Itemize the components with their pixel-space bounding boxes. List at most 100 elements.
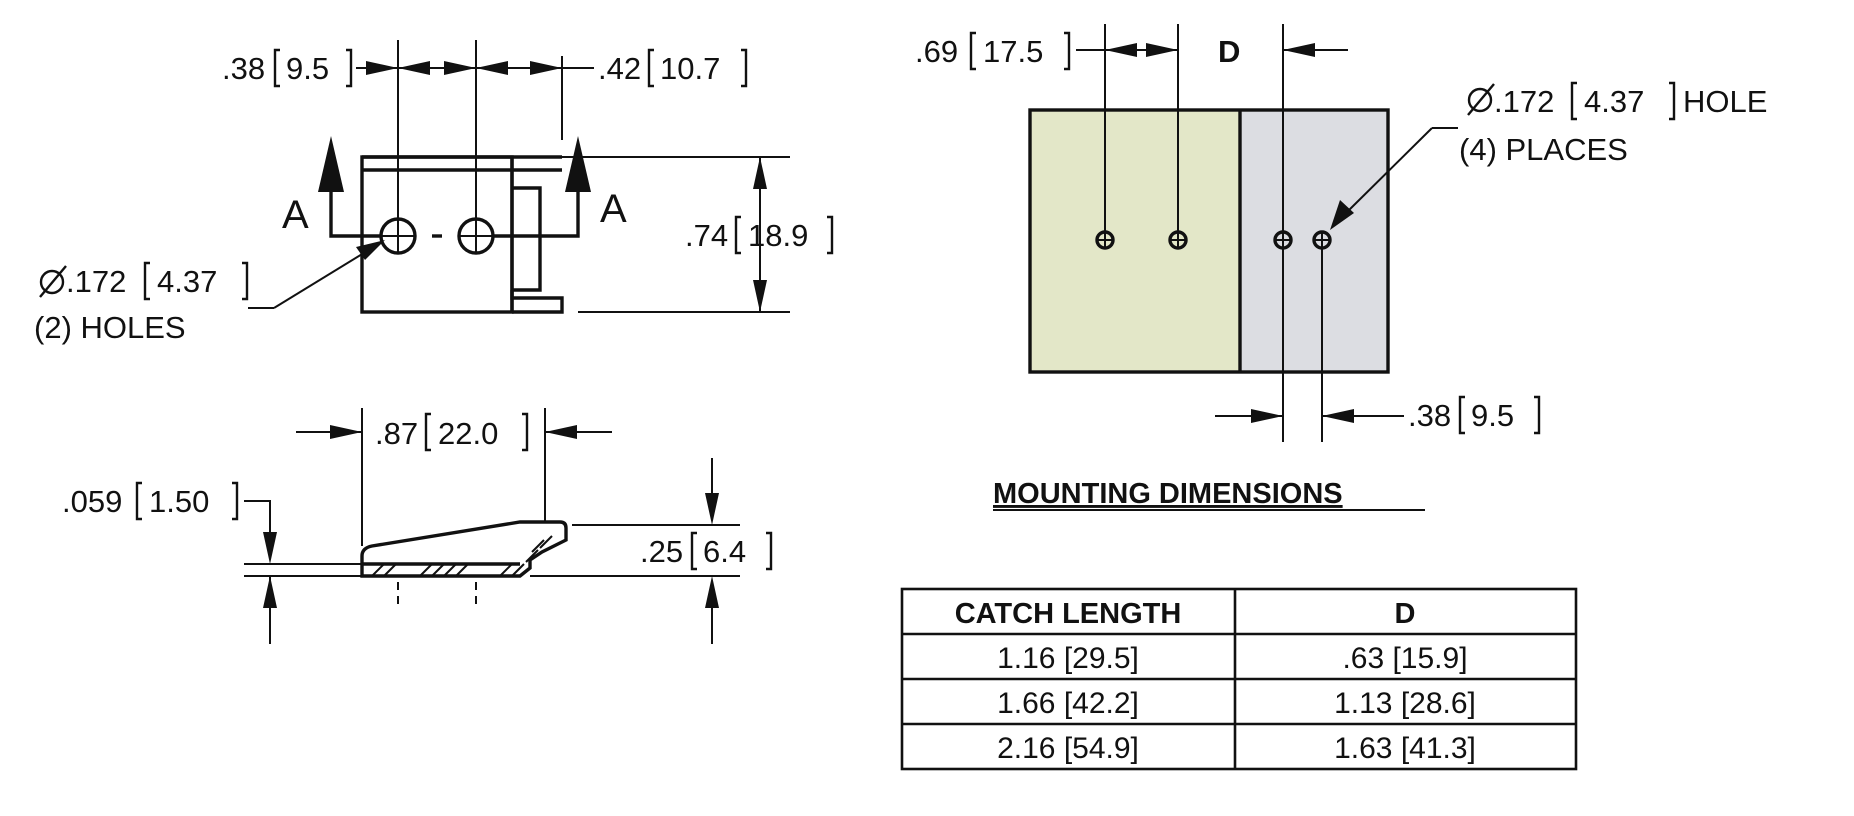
table-cell: 2.16 [54.9] xyxy=(997,732,1139,765)
side-view: .87 22.0 .059 1.50 .25 6.4 xyxy=(62,408,773,644)
hole-callout-mm: 4.37 xyxy=(157,264,217,299)
bracket-open xyxy=(424,412,431,452)
bracket-close xyxy=(1064,31,1071,71)
bracket-open xyxy=(135,481,142,521)
bracket-open xyxy=(734,215,741,255)
arrow-top-left xyxy=(1105,43,1137,57)
diameter-icon xyxy=(1467,83,1495,116)
mount-hole xyxy=(1095,230,1115,250)
catch-length-table: CATCH LENGTH D 1.16 [29.5] .63 [15.9] 1.… xyxy=(900,587,1578,771)
arrow-thickness-bottom xyxy=(263,576,277,608)
bracket-open xyxy=(143,261,150,301)
bracket-close xyxy=(346,48,353,88)
dim-length-in: .87 xyxy=(375,416,418,451)
plate-outline xyxy=(1028,108,1390,374)
hole-note: (2) HOLES xyxy=(34,310,186,345)
mount-hole-leader xyxy=(1344,127,1433,215)
bracket-close xyxy=(827,215,834,255)
table-header-d: D xyxy=(1395,598,1416,630)
dim-height-mm: 18.9 xyxy=(748,218,808,253)
table-cell: 1.66 [42.2] xyxy=(997,687,1139,720)
dim-top-right-in: .42 xyxy=(598,51,641,86)
dim-top-left-in: .38 xyxy=(222,51,265,86)
bracket-open xyxy=(1570,81,1577,121)
arrow-left-in xyxy=(366,61,398,75)
mounting-view: .69 17.5 D .38 9.5 .172 4.37 HOLE (4) PL… xyxy=(915,24,1767,511)
arrow-thickness-top xyxy=(263,532,277,564)
arrow-height-bottom xyxy=(753,280,767,312)
bracket-close xyxy=(1534,395,1541,435)
arrow-bottom-right xyxy=(1322,409,1354,423)
bracket-close xyxy=(741,48,748,88)
bracket-close xyxy=(242,261,249,301)
dim-mount-bottom-mm: 9.5 xyxy=(1471,398,1514,433)
hatch-section xyxy=(371,535,553,577)
bracket-open xyxy=(647,48,654,88)
section-line-right xyxy=(493,192,580,238)
dim-length-mm: 22.0 xyxy=(438,416,498,451)
mount-hole xyxy=(1312,230,1332,250)
bracket-close xyxy=(522,412,529,452)
mount-hole-callout-in: .172 xyxy=(1494,84,1554,119)
arrow-top-right xyxy=(1146,43,1178,57)
bracket-close xyxy=(766,531,773,571)
bracket-open xyxy=(1458,395,1465,435)
catch-lip xyxy=(510,290,564,314)
hole-leader-arrow xyxy=(356,240,385,260)
table-cell: 1.63 [41.3] xyxy=(1334,732,1476,765)
dim-mount-bottom-in: .38 xyxy=(1408,398,1451,433)
mounting-title: MOUNTING DIMENSIONS xyxy=(993,478,1343,510)
section-arrow-right xyxy=(565,136,591,192)
mount-hole-word: HOLE xyxy=(1683,84,1767,119)
table-cell: 1.13 [28.6] xyxy=(1334,687,1476,720)
section-line-left xyxy=(329,192,381,238)
table-cell: .63 [15.9] xyxy=(1342,642,1467,675)
bracket-open xyxy=(969,31,976,71)
table-cell: 1.16 [29.5] xyxy=(997,642,1139,675)
dim-thickness-mm: 1.50 xyxy=(149,484,209,519)
mount-hole-note: (4) PLACES xyxy=(1459,132,1628,167)
arrow-edge xyxy=(530,61,562,75)
mount-hole-leader-arrow xyxy=(1330,200,1354,230)
top-view: A A .38 9.5 .42 10.7 .74 18.9 xyxy=(34,40,834,345)
arrow-length-left xyxy=(330,425,362,439)
dim-mount-top-mm: 17.5 xyxy=(983,34,1043,69)
arrow-side-top xyxy=(705,493,719,525)
arrow-mid-left xyxy=(398,61,430,75)
bracket-close xyxy=(232,481,239,521)
section-label-left: A xyxy=(282,193,309,237)
arrow-height-top xyxy=(753,157,767,189)
dim-thickness-in: .059 xyxy=(62,484,122,519)
mount-hole-callout-mm: 4.37 xyxy=(1584,84,1644,119)
arrow-side-bottom xyxy=(705,576,719,608)
arrow-d xyxy=(1283,43,1315,57)
bracket-close xyxy=(1669,81,1676,121)
dim-top-right-mm: 10.7 xyxy=(660,51,720,86)
dim-height-in: .74 xyxy=(685,218,728,253)
dim-side-height-in: .25 xyxy=(640,534,683,569)
arrow-length-right xyxy=(545,425,577,439)
bracket-open xyxy=(690,531,697,571)
arrow-mid-right xyxy=(444,61,476,75)
dim-mount-top-in: .69 xyxy=(915,34,958,69)
hole-callout-in: .172 xyxy=(66,264,126,299)
dim-side-height-mm: 6.4 xyxy=(703,534,746,569)
thickness-leader xyxy=(244,500,271,532)
dim-d-label: D xyxy=(1218,34,1240,69)
section-label-right: A xyxy=(600,187,627,231)
catch-side-profile xyxy=(360,520,568,578)
plate-catch-area xyxy=(1030,110,1240,372)
table-header-catch-length: CATCH LENGTH xyxy=(955,598,1182,630)
catch-hook-tab xyxy=(512,186,542,292)
hole-leader xyxy=(273,247,373,309)
arrow-right-out xyxy=(476,61,508,75)
hole-left xyxy=(379,217,417,255)
section-arrow-left xyxy=(318,136,344,192)
mount-hole xyxy=(1168,230,1188,250)
bracket-open xyxy=(273,48,280,88)
arrow-bottom-left xyxy=(1251,409,1283,423)
hole-right xyxy=(457,217,495,255)
diameter-icon xyxy=(39,265,67,298)
dim-top-left-mm: 9.5 xyxy=(286,51,329,86)
